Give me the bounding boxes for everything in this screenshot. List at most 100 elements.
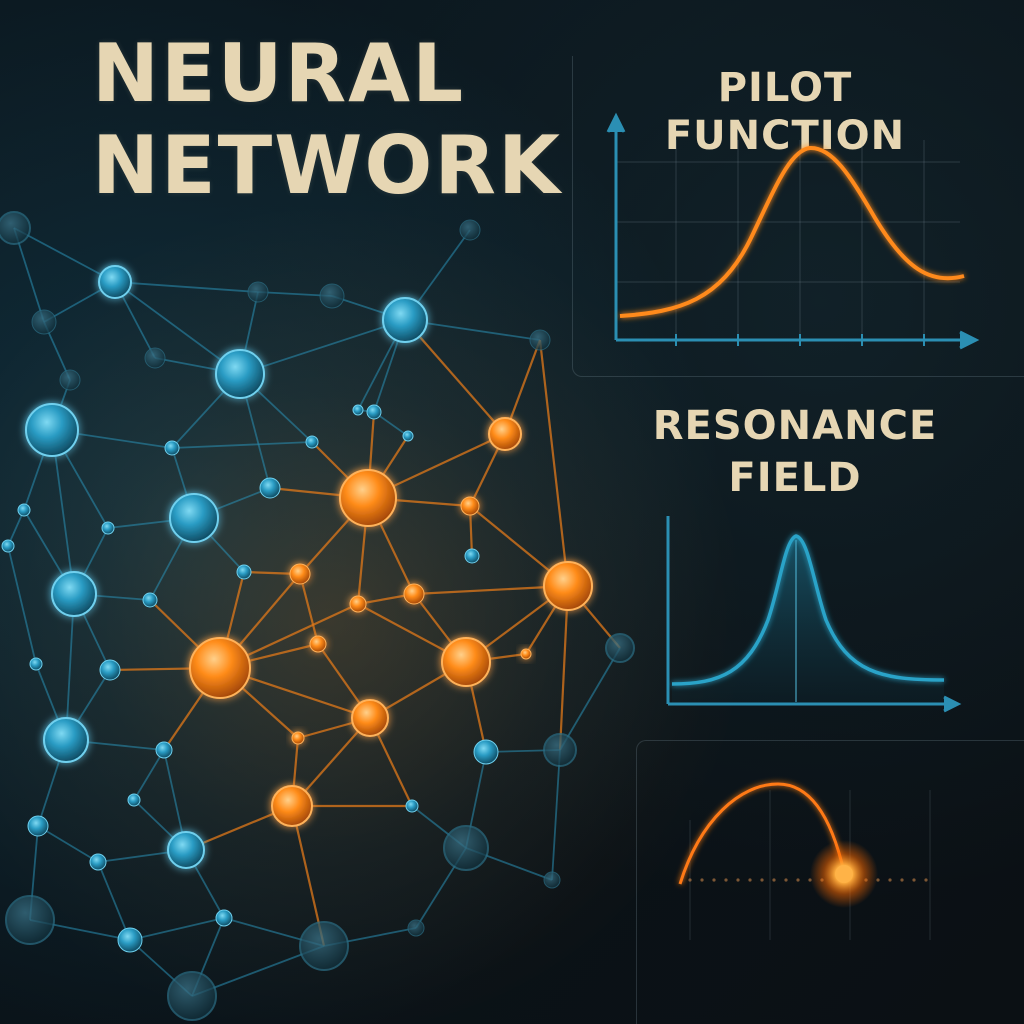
network-edge [171,441,313,449]
network-node [167,971,217,1021]
network-node [1,539,15,553]
network-node [99,659,121,681]
network-node-active [520,648,532,660]
network-node-active [271,785,313,827]
network-edge [7,509,25,547]
network-edge [65,593,75,741]
network-edge [114,281,259,293]
network-node-active [349,595,367,613]
network-edge [538,339,570,587]
network-edge [133,749,165,801]
pilot-function-plot [606,112,980,350]
network-node-active [441,637,491,687]
network-node [167,831,205,869]
resonance-field-title: RESONANCE FIELD [620,400,970,504]
network-node [31,309,57,335]
network-node [59,369,81,391]
resonance-field-plot [666,516,962,713]
network-node-active [309,635,327,653]
network-node [543,871,561,889]
network-edge [551,749,561,881]
network-node [352,404,364,416]
network-edge [558,585,570,751]
headline-line-1: NEURAL [92,27,466,120]
network-node-active [488,417,522,451]
pilot-function-title: PILOT FUNCTION [664,65,906,159]
resonance-fill [672,536,944,704]
network-node [142,592,158,608]
network-node [98,265,132,299]
network-node [319,283,345,309]
network-node [144,347,166,369]
network-node [215,349,265,399]
network-edge [413,584,569,596]
network-node [127,793,141,807]
network-node [101,521,115,535]
network-edge [13,227,116,283]
network-node-active [403,583,425,605]
pilot-axes [606,112,980,350]
network-edge [239,319,406,375]
network-node-active [189,637,251,699]
network-node [51,571,97,617]
headline: NEURAL NETWORK [92,28,562,212]
network-edge [559,647,621,751]
network-node [0,211,31,245]
network-node [305,435,319,449]
pilot-panel-frame [572,56,1024,377]
pilot-curve [619,145,965,318]
network-node [43,717,89,763]
resonance-title-line-2: FIELD [728,455,862,501]
network-node [299,921,349,971]
network-node [459,219,481,241]
network-node [27,815,49,837]
network-node-active [291,731,305,745]
network-node [605,633,635,663]
network-node [25,403,79,457]
trajectory-curve [678,782,846,885]
network-node-active [543,561,593,611]
network-node [543,733,577,767]
network-edge [37,825,99,863]
network-edge [114,281,241,375]
network-edge [404,319,506,435]
trajectory-grid [689,790,931,940]
trajectory-plot [678,782,931,940]
network-node [405,799,419,813]
network-edge [129,917,225,941]
network-node [529,329,551,351]
network-node [382,297,428,343]
pilot-ticks [675,334,925,346]
network-node [473,739,499,765]
network-nodes [0,211,635,1021]
network-node [247,281,269,303]
network-node [366,404,382,420]
network-node [5,895,55,945]
network-node [407,919,425,937]
network-edge [97,861,131,941]
network-node-active [289,563,311,585]
trajectory-particle [835,865,853,883]
network-edge [51,429,75,595]
network-node [443,825,489,871]
resonance-axes [666,516,962,713]
network-node-active [460,496,480,516]
pilot-grid [616,140,960,338]
network-node [259,477,281,499]
trajectory-dotted-baseline [688,878,928,882]
network-node [164,440,180,456]
network-node [215,909,233,927]
network-node [89,853,107,871]
trajectory-panel-frame [636,740,1024,1024]
network-node-active [339,469,397,527]
network-node [402,430,414,442]
network-node [155,741,173,759]
network-edge [298,573,320,645]
network-node [117,927,143,953]
resonance-title-line-1: RESONANCE [652,403,938,449]
headline-line-2: NETWORK [92,119,563,212]
network-node [169,493,219,543]
